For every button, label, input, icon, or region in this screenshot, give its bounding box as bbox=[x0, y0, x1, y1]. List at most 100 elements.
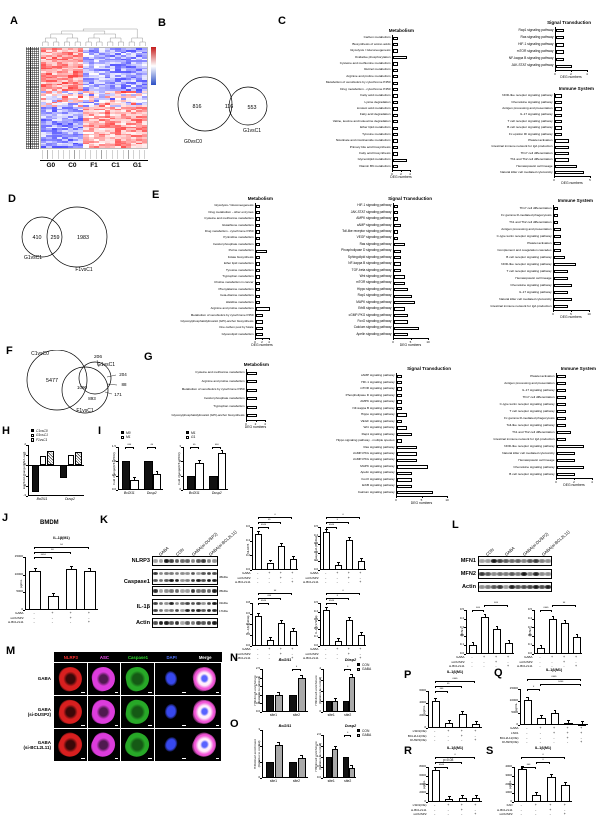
y-tick-mark bbox=[426, 691, 428, 692]
y-axis-label: H3K4me3 enrichment bbox=[313, 675, 318, 706]
venn-set-label: G1vsC1 bbox=[24, 255, 42, 261]
significance-line bbox=[484, 604, 508, 607]
y-tick-label: 2.0 bbox=[316, 732, 321, 737]
venn-set-label: C1vsC0 bbox=[31, 351, 49, 357]
heatmap-cell bbox=[141, 144, 147, 147]
y-tick-label: 2 bbox=[24, 442, 26, 446]
plot-area bbox=[320, 603, 366, 646]
heatmap-cell bbox=[72, 131, 79, 134]
blot-lane bbox=[174, 570, 180, 584]
heatmap-cell bbox=[62, 108, 68, 111]
heatmap-cell bbox=[104, 133, 110, 136]
heatmap-cell bbox=[99, 65, 105, 68]
heatmap-cell bbox=[67, 92, 73, 95]
y-tick-mark bbox=[260, 712, 262, 713]
blot-lane bbox=[169, 600, 174, 614]
heatmap-cell bbox=[56, 121, 63, 123]
heatmap-cell bbox=[115, 140, 121, 143]
pathway-label: Carbon metabolism bbox=[363, 35, 391, 40]
heatmap-cell bbox=[131, 137, 137, 140]
heatmap-cell bbox=[109, 48, 116, 50]
heatmap-cell bbox=[104, 78, 110, 81]
treatment-mark: - bbox=[520, 807, 522, 812]
bar bbox=[555, 171, 584, 175]
heatmap-cell bbox=[62, 78, 68, 81]
heatmap-cell bbox=[41, 101, 47, 104]
bar bbox=[394, 326, 419, 331]
heatmap-cell bbox=[109, 55, 116, 57]
treatment-mark: + bbox=[474, 802, 477, 807]
blot-lane bbox=[479, 570, 485, 578]
heatmap-cell bbox=[104, 76, 110, 79]
panel-letter-D: D bbox=[8, 193, 16, 205]
pathway-label: Ether lipid metabolism bbox=[360, 125, 391, 130]
heatmap-cell bbox=[56, 67, 63, 70]
protein-band bbox=[206, 621, 212, 625]
heatmap-cell bbox=[109, 137, 116, 140]
y-tick-label: 0.8 bbox=[245, 600, 250, 605]
micrograph-dapi bbox=[154, 729, 188, 761]
treatment-mark: + bbox=[550, 654, 554, 659]
heatmap-cell bbox=[78, 115, 84, 118]
heatmap-cell bbox=[51, 103, 57, 106]
bar bbox=[458, 714, 467, 728]
heatmap-cell bbox=[67, 60, 73, 63]
heatmap-cell bbox=[51, 74, 57, 77]
heatmap-cell bbox=[46, 85, 52, 88]
error-bar bbox=[199, 460, 200, 463]
plot-area bbox=[554, 93, 590, 176]
heatmap-cell bbox=[141, 89, 147, 91]
heatmap-cell bbox=[99, 87, 105, 90]
pathway-label: Phospholipase D signaling pathway bbox=[341, 248, 392, 253]
treatment-row-label: si-BCL2L11 bbox=[517, 664, 533, 669]
bar bbox=[557, 465, 584, 470]
heatmap-cell bbox=[88, 103, 94, 106]
heatmap-cell bbox=[104, 49, 110, 52]
significance-line bbox=[434, 766, 449, 769]
treatment-mark: - bbox=[33, 610, 35, 615]
heatmap-cell bbox=[46, 119, 52, 122]
micrograph-dapi bbox=[154, 696, 188, 728]
heatmap-cell bbox=[109, 110, 116, 113]
bar bbox=[397, 484, 413, 488]
pathway-label: Rap1 signaling pathway bbox=[361, 431, 395, 436]
error-bar bbox=[281, 620, 283, 624]
heatmap-cell bbox=[141, 58, 147, 61]
bar bbox=[394, 307, 405, 311]
y-tick-label: 0.5 bbox=[527, 607, 532, 612]
bar bbox=[393, 145, 398, 150]
chart-title: Dusp2 bbox=[344, 658, 357, 662]
heatmap-cell bbox=[120, 128, 126, 131]
significance-line bbox=[212, 447, 222, 449]
bar bbox=[557, 472, 575, 477]
heatmap-cell bbox=[62, 103, 68, 106]
micrograph-dapi bbox=[154, 663, 188, 695]
treatment-mark: - bbox=[325, 575, 327, 580]
blot-lane bbox=[164, 600, 169, 614]
error-bar-cap bbox=[268, 637, 272, 638]
pathway-label: Sphingolipid signaling pathway bbox=[347, 254, 392, 259]
plot-area bbox=[428, 767, 482, 802]
chart-title: Metabolism bbox=[388, 28, 414, 33]
x-tick-label: 10 bbox=[587, 312, 591, 316]
pathway-label: B cell receptor signaling pathway bbox=[506, 254, 552, 259]
heatmap-cell bbox=[99, 140, 105, 143]
treatment-mark: + bbox=[580, 730, 583, 735]
bar bbox=[47, 596, 60, 610]
pathway-label: NF-kappa B signaling pathway bbox=[508, 56, 554, 61]
treatment-row-label-line: (si-BCL2L11) bbox=[23, 745, 51, 750]
heatmap-cell bbox=[115, 105, 121, 107]
pathway-label: T cell receptor signaling pathway bbox=[509, 408, 555, 413]
heatmap-cell bbox=[141, 133, 147, 136]
heatmap-cell bbox=[99, 128, 105, 131]
heatmap-cell bbox=[51, 97, 57, 100]
heatmap-cell bbox=[62, 142, 68, 145]
heatmap-cell bbox=[51, 85, 57, 88]
heatmap-cell bbox=[46, 139, 52, 141]
heatmap-cell bbox=[83, 48, 89, 50]
y-tick-label: 10000 bbox=[14, 571, 23, 576]
blot-lane bbox=[521, 583, 527, 591]
heatmap-cell bbox=[88, 121, 94, 123]
